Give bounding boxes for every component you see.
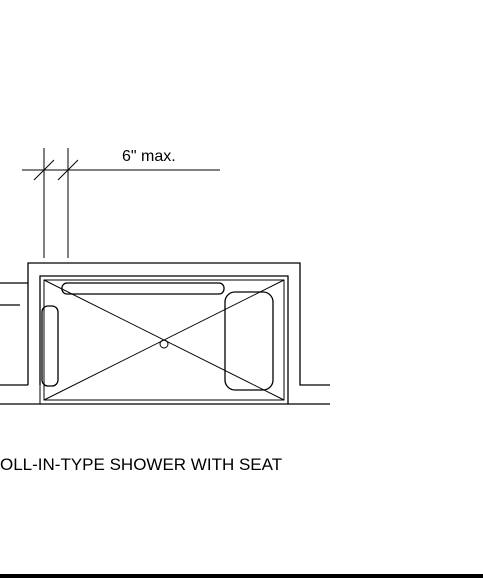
dimension-ticks	[33, 159, 79, 181]
shower-inner-outline	[39, 275, 289, 404]
shower-receptor-base	[43, 279, 285, 401]
drawing-caption: OLL-IN-TYPE SHOWER WITH SEAT	[0, 455, 282, 474]
left-wall-stubs	[0, 282, 28, 386]
drain-icon	[159, 339, 169, 349]
shower-seat	[224, 291, 274, 391]
outer-wall-outline	[27, 262, 330, 386]
dimension-label: 6" max.	[122, 148, 176, 165]
back-grab-bar	[61, 282, 225, 295]
dimension-extension-lines	[22, 148, 220, 258]
side-grab-bar	[41, 305, 59, 387]
